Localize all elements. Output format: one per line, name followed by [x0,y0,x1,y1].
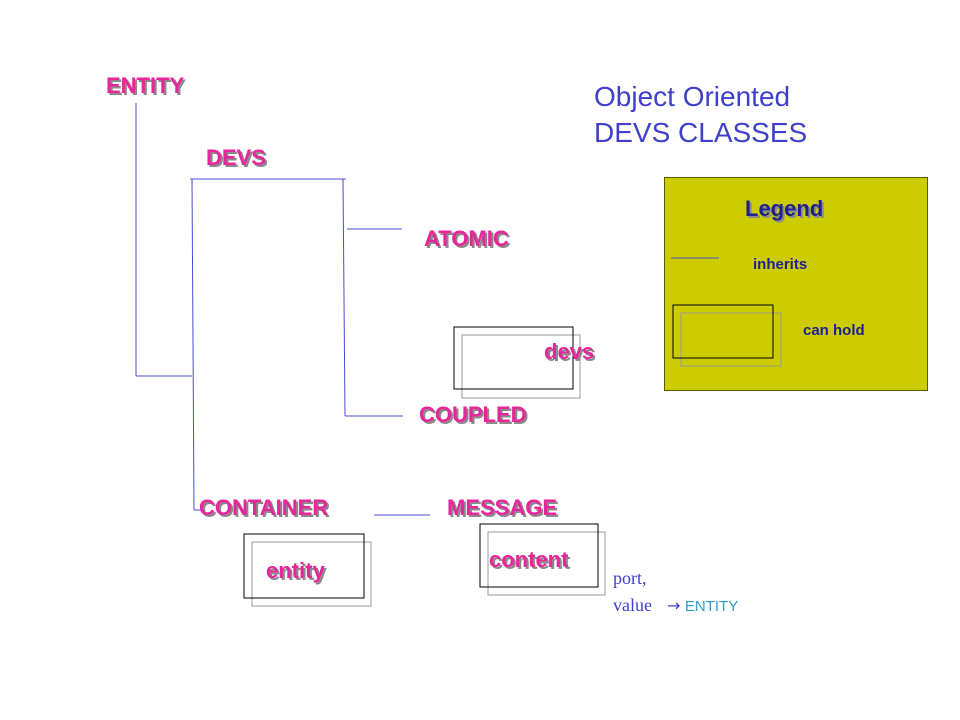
devs-subclass-trunk-line [342,178,346,417]
devs-holder-front-box [453,326,574,390]
diagram-title-line2: DEVS CLASSES [594,117,808,148]
legend-symbols [671,257,782,367]
legend-holder-front-box [672,304,774,359]
node-content-holder: content [489,547,569,572]
arrow-right-icon: → [666,596,681,615]
node-atomic: ATOMIC [424,226,509,251]
annotation-port: port, [613,568,647,588]
content-holder-back-box [487,531,606,596]
node-entity: ENTITY [106,73,185,98]
entity-holder-front-box [243,533,365,599]
node-devs: DEVS [206,145,266,170]
annotation-value-line: value → ENTITY [613,593,738,619]
legend-box: Legend inherits can hold [664,177,928,391]
annotation-value: value [613,595,652,615]
devs-trunk-line [191,178,195,511]
node-devs-holder: devs [544,339,595,364]
annotation-target-entity: ENTITY [684,598,739,615]
node-entity-holder: entity [266,558,325,583]
node-coupled: COUPLED [419,402,527,427]
node-container: CONTAINER [199,495,329,520]
content-holder-front-box [479,523,599,588]
legend-holder-back-box [680,312,782,367]
legend-can-hold-label: can hold [803,322,865,339]
entity-holder-back-box [251,541,372,607]
legend-inherits-label: inherits [753,256,808,273]
node-message: MESSAGE [447,495,558,520]
devs-holder-back-box [461,334,581,399]
diagram-title-line1: Object Oriented [594,81,791,112]
legend-title: Legend [745,196,824,221]
